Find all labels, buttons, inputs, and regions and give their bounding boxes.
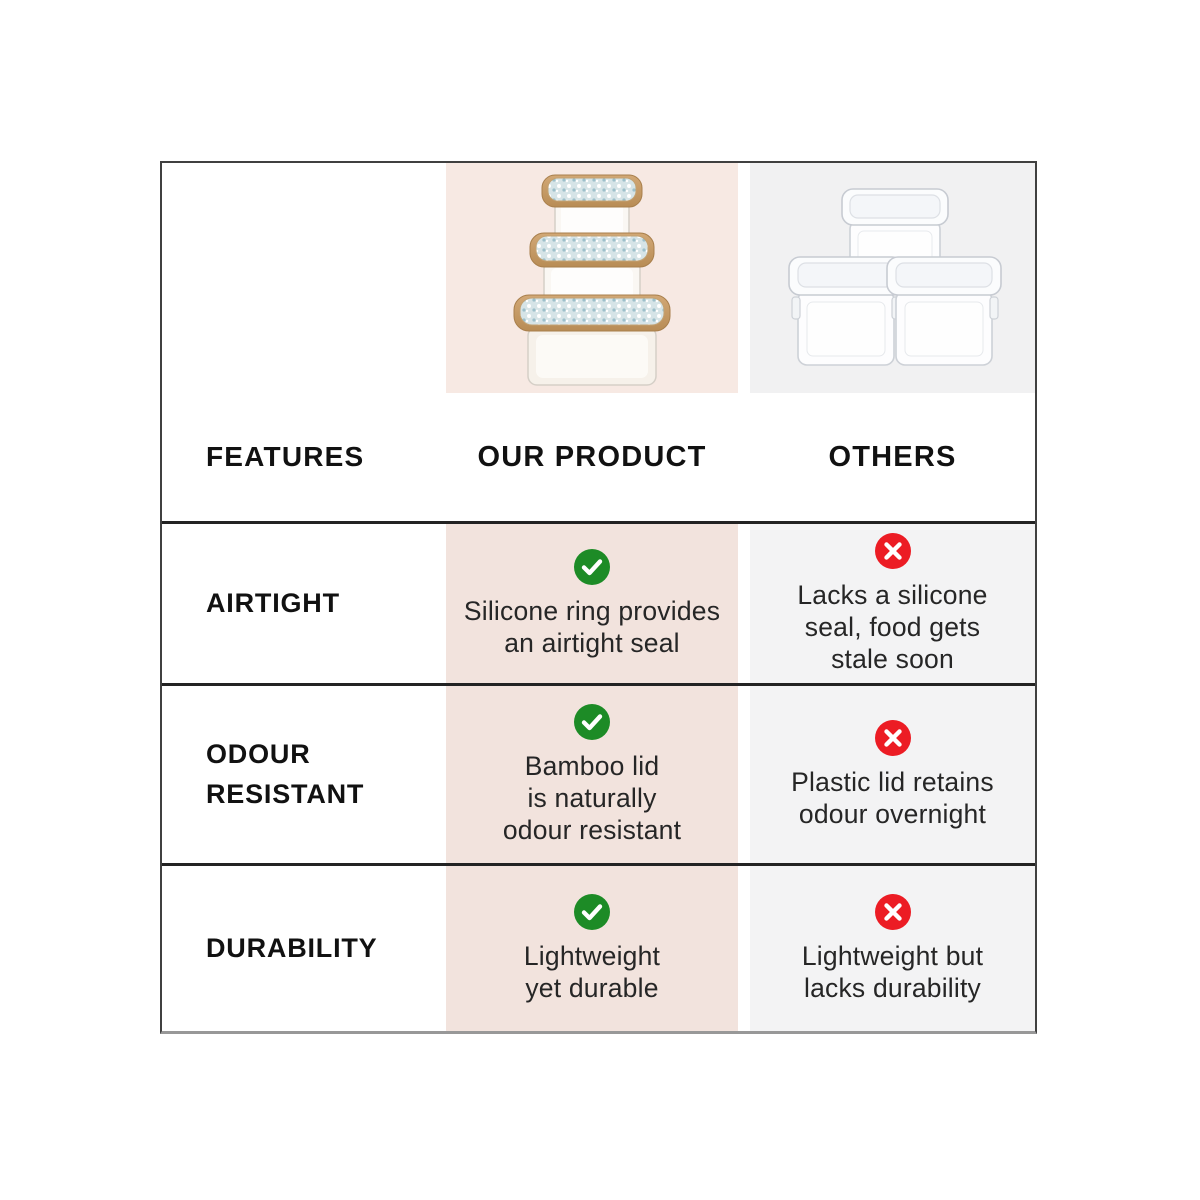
our-product-containers-illustration <box>513 174 671 386</box>
features-column-title: FEATURES <box>206 441 365 472</box>
others-durability-text: Lightweight but lacks durability <box>801 940 984 1003</box>
check-icon <box>574 893 610 930</box>
feature-label-odour-resistant: ODOUR RESISTANT <box>206 739 365 809</box>
feature-label-durability: DURABILITY <box>206 932 378 963</box>
row-durability: DURABILITY Lightweight yet durable Light… <box>162 863 1035 1031</box>
feature-label-airtight: AIRTIGHT <box>206 587 340 618</box>
cross-icon <box>874 893 911 930</box>
our-product-column-title: OUR PRODUCT <box>477 440 707 473</box>
comparison-table: FEATURES <box>160 161 1037 1034</box>
others-containers-illustration <box>788 188 1002 366</box>
our-product-airtight-text: Silicone ring provides an airtight seal <box>463 595 721 658</box>
our-product-airtight-cell: Silicone ring provides an airtight seal <box>446 524 738 683</box>
row-odour-resistant: ODOUR RESISTANT Bamboo lid is naturally … <box>162 683 1035 863</box>
others-airtight-cell: Lacks a silicone seal, food gets stale s… <box>750 524 1035 683</box>
others-column-title: OTHERS <box>828 440 957 473</box>
check-icon <box>574 703 610 740</box>
header-row: FEATURES <box>162 163 1035 521</box>
column-divider-gap <box>738 163 750 521</box>
our-product-durability-cell: Lightweight yet durable <box>446 866 738 1031</box>
our-product-odour-cell: Bamboo lid is naturally odour resistant <box>446 686 738 863</box>
our-product-header-cell: OUR PRODUCT <box>446 163 738 521</box>
features-header-cell: FEATURES <box>162 163 446 521</box>
features-header-spacer <box>162 163 446 393</box>
row-airtight: AIRTIGHT Silicone ring provides an airti… <box>162 521 1035 683</box>
others-airtight-text: Lacks a silicone seal, food gets stale s… <box>797 579 988 675</box>
our-product-odour-text: Bamboo lid is naturally odour resistant <box>502 750 682 846</box>
others-durability-cell: Lightweight but lacks durability <box>750 866 1035 1031</box>
others-product-photo <box>750 163 1035 393</box>
our-product-photo <box>446 163 738 393</box>
our-product-durability-text: Lightweight yet durable <box>523 940 661 1003</box>
cross-icon <box>874 532 911 569</box>
others-odour-cell: Plastic lid retains odour overnight <box>750 686 1035 863</box>
cross-icon <box>874 719 911 756</box>
others-odour-text: Plastic lid retains odour overnight <box>791 766 994 829</box>
check-icon <box>574 548 610 585</box>
others-header-cell: OTHERS <box>750 163 1035 521</box>
